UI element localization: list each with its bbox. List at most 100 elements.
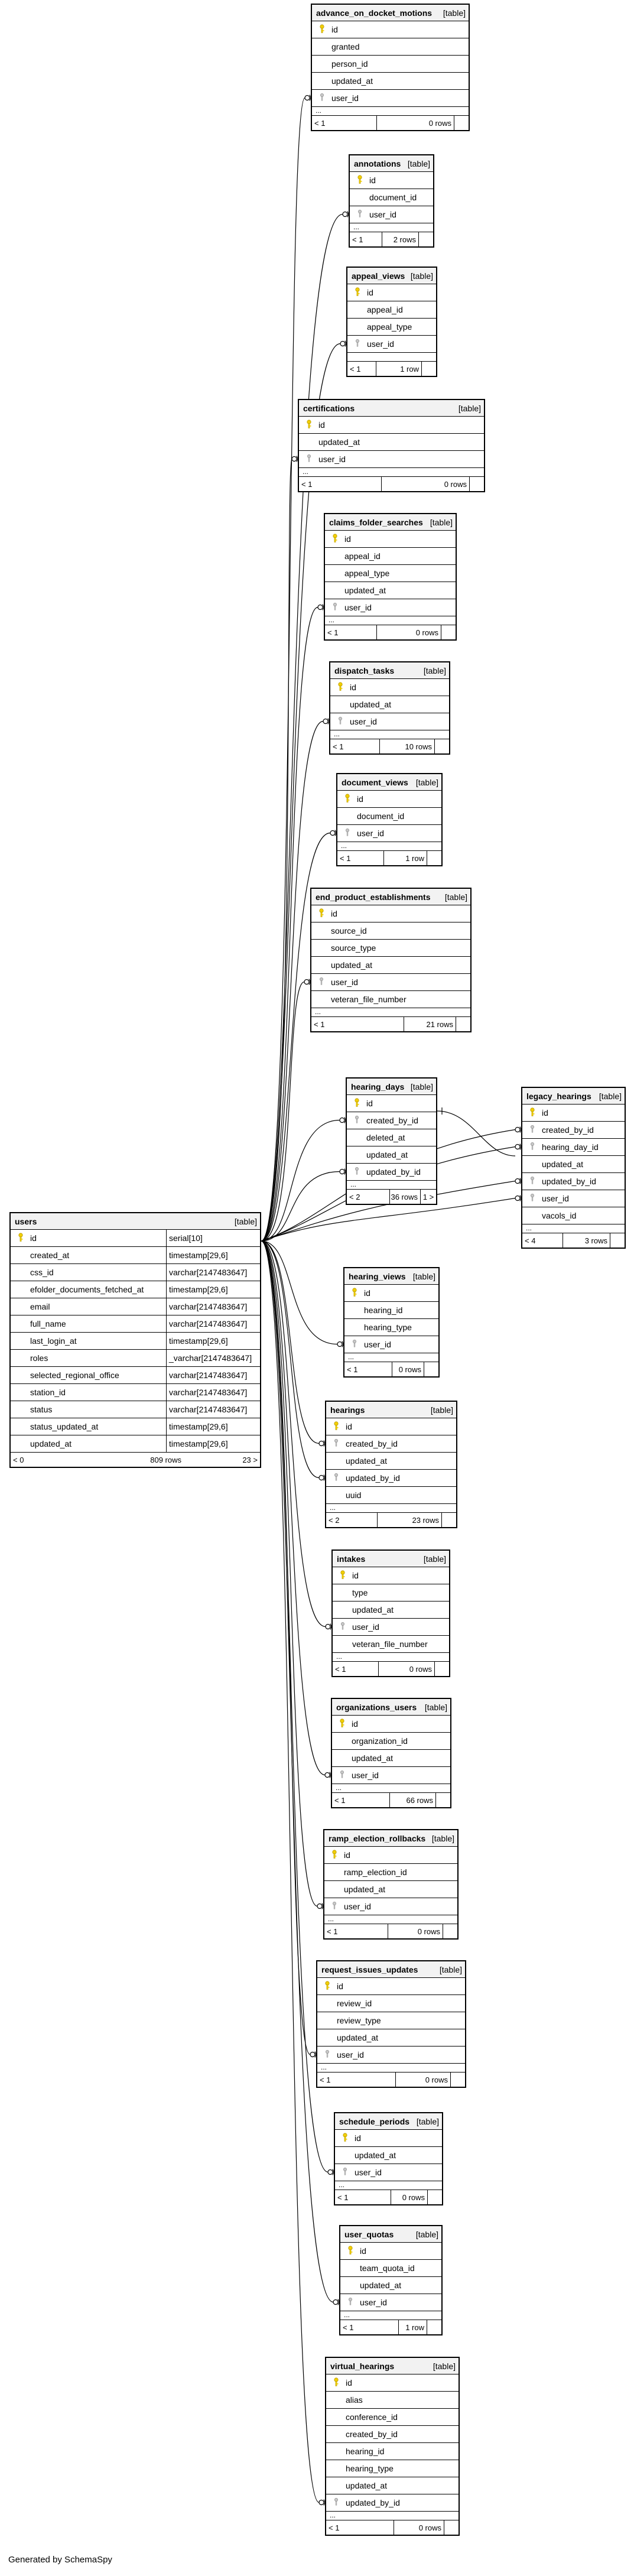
table-name[interactable]: request_issues_updates: [321, 1964, 418, 1974]
column-row[interactable]: user_id: [325, 599, 456, 616]
column-row[interactable]: created_by_id: [326, 2426, 459, 2443]
table-name[interactable]: appeal_views: [352, 271, 405, 281]
parents-count[interactable]: < 2: [329, 1515, 340, 1525]
column-row[interactable]: ramp_election_id: [324, 1864, 457, 1881]
column-row[interactable]: user_id: [333, 1619, 449, 1636]
column-row[interactable]: updated_at: [347, 1146, 436, 1164]
column-row[interactable]: updated_by_id: [326, 1470, 456, 1487]
column-row[interactable]: deleted_at: [347, 1129, 436, 1146]
column-row[interactable]: document_id: [350, 189, 433, 206]
column-row[interactable]: updated_at: [299, 434, 484, 451]
table-name[interactable]: user_quotas: [344, 2229, 394, 2239]
column-row[interactable]: user_id: [347, 336, 436, 353]
parents-count[interactable]: < 1: [352, 235, 363, 244]
column-row[interactable]: appeal_id: [325, 548, 456, 565]
column-row[interactable]: updated_at: [330, 696, 449, 713]
column-row[interactable]: veteran_file_number: [311, 991, 470, 1008]
column-row[interactable]: hearing_type: [326, 2460, 459, 2477]
table-name[interactable]: intakes: [337, 1554, 366, 1564]
column-row[interactable]: alias: [326, 2392, 459, 2409]
table-name[interactable]: ramp_election_rollbacks: [329, 1833, 426, 1843]
column-row[interactable]: user_id: [344, 1336, 438, 1353]
table-name[interactable]: document_views: [342, 777, 408, 787]
column-row[interactable]: id: [522, 1105, 625, 1122]
column-row[interactable]: updated_at: [326, 1453, 456, 1470]
column-row[interactable]: id: [326, 2374, 459, 2392]
parents-count[interactable]: < 1: [347, 1365, 358, 1374]
table-name[interactable]: certifications: [303, 403, 355, 413]
column-row[interactable]: user_id: [332, 1767, 450, 1784]
column-row[interactable]: created_by_id: [326, 1435, 456, 1453]
parents-count[interactable]: < 1: [334, 1795, 346, 1805]
column-row[interactable]: uuid: [326, 1487, 456, 1504]
parents-count[interactable]: < 1: [327, 628, 339, 637]
column-row[interactable]: created_by_id: [347, 1112, 436, 1129]
column-row[interactable]: user_id: [311, 974, 470, 991]
column-row[interactable]: user_id: [350, 206, 433, 223]
table-name[interactable]: legacy_hearings: [526, 1091, 591, 1101]
parents-count[interactable]: < 1: [337, 2192, 349, 2202]
parents-count[interactable]: < 1: [329, 2523, 340, 2532]
column-row[interactable]: updated_by_id: [347, 1164, 436, 1181]
column-row[interactable]: updated_at: [325, 582, 456, 599]
column-row[interactable]: updated_at: [335, 2147, 442, 2164]
column-row[interactable]: user_id: [330, 713, 449, 730]
column-row[interactable]: updated_at: [312, 73, 469, 90]
parents-count[interactable]: < 4: [525, 1236, 536, 1245]
column-row[interactable]: appeal_type: [347, 319, 436, 336]
column-row[interactable]: updated_at: [333, 1602, 449, 1619]
column-row[interactable]: updated_at: [317, 2029, 465, 2046]
parents-count[interactable]: < 1: [327, 1927, 338, 1936]
column-row[interactable]: user_id: [337, 825, 441, 842]
column-row[interactable]: id: [299, 417, 484, 434]
column-row[interactable]: source_type: [311, 940, 470, 957]
column-row[interactable]: team_quota_id: [340, 2260, 441, 2277]
column-row[interactable]: updated_at: [522, 1156, 625, 1173]
column-row[interactable]: veteran_file_number: [333, 1636, 449, 1653]
parents-count[interactable]: < 1: [320, 2075, 331, 2084]
column-row[interactable]: updated_at: [332, 1750, 450, 1767]
column-row[interactable]: hearing_id: [326, 2443, 459, 2460]
parents-count[interactable]: < 1: [335, 1664, 346, 1674]
children-count[interactable]: 23 >: [242, 1455, 258, 1464]
column-row[interactable]: id: [337, 791, 441, 808]
column-row[interactable]: id: [332, 1716, 450, 1733]
column-row[interactable]: source_id: [311, 922, 470, 940]
column-row[interactable]: conference_id: [326, 2409, 459, 2426]
parents-count[interactable]: < 2: [349, 1192, 360, 1201]
table-name[interactable]: organizations_users: [336, 1702, 417, 1712]
parents-count[interactable]: < 0: [13, 1455, 24, 1464]
table-name[interactable]: advance_on_docket_motions: [316, 8, 433, 18]
column-row[interactable]: updated_by_id: [522, 1173, 625, 1190]
column-row[interactable]: document_id: [337, 808, 441, 825]
table-name[interactable]: end_product_establishments: [316, 892, 431, 902]
column-row[interactable]: id: [347, 284, 436, 301]
column-row[interactable]: person_id: [312, 56, 469, 73]
table-name[interactable]: hearings: [330, 1405, 365, 1415]
column-row[interactable]: user_id: [299, 451, 484, 468]
column-row[interactable]: created_by_id: [522, 1122, 625, 1139]
column-row[interactable]: id: [333, 1567, 449, 1584]
table-name[interactable]: virtual_hearings: [330, 2361, 395, 2371]
column-row[interactable]: granted: [312, 38, 469, 56]
column-row[interactable]: updated_by_id: [326, 2494, 459, 2512]
table-name[interactable]: schedule_periods: [339, 2116, 410, 2126]
